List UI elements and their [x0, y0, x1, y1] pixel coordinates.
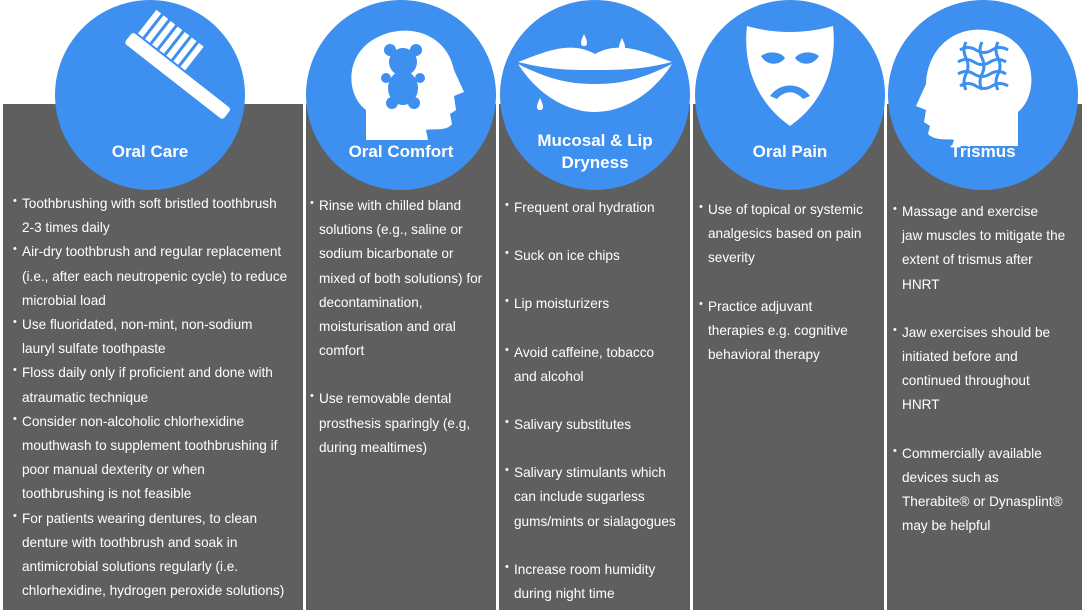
list-item: Consider non-alcoholic chlorhexidine mout… [13, 407, 302, 507]
item-line: Practice adjuvant [708, 298, 813, 314]
item-line: poor manual dexterity or when [22, 462, 205, 478]
list-item: Lip moisturizers [505, 289, 690, 316]
item-line: Use removable dental [319, 391, 452, 407]
dry-lips-icon [518, 34, 672, 112]
item-line: devices such as [902, 469, 999, 485]
item-line: Frequent oral hydration [514, 200, 655, 215]
list-item: For patients wearing dentures, to clean d… [13, 504, 302, 604]
list-item: Salivary substitutes [505, 410, 690, 437]
title-line: Dryness [561, 153, 629, 172]
item-line: continued throughout [902, 373, 1030, 389]
item-line: Consider non-alcoholic chlorhexidine [22, 413, 245, 429]
jaw-muscle-head-icon [916, 29, 1032, 147]
list-item: Avoid caffeine, tobacco and alcohol [505, 338, 690, 389]
teddy-bear-head-icon [351, 30, 464, 140]
item-line: Salivary stimulants which [514, 465, 666, 481]
list-item: Suck on ice chips [505, 241, 690, 268]
list-item: Rinse with chilled bland solutions (e.g.,… [310, 191, 495, 363]
item-line: microbial load [22, 292, 106, 308]
item-line: can include sugarless [514, 489, 645, 505]
list-item: Increase room humidity during night time [505, 555, 690, 606]
title-line: Mucosal & Lip [537, 131, 653, 150]
item-line: gums/mints or sialagogues [514, 513, 676, 529]
item-line: Jaw exercises should be [902, 324, 1051, 340]
circle-oral-pain [695, 0, 885, 190]
item-line: severity [708, 250, 755, 266]
item-line: solutions (e.g., saline or [319, 222, 463, 238]
list-item: Massage and exercise jaw muscles to mitig… [893, 197, 1082, 297]
item-line: Massage and exercise [902, 204, 1039, 219]
sad-mask-icon [746, 26, 834, 126]
item-line: Rinse with chilled bland [319, 198, 462, 213]
list-trismus: Massage and exercise jaw muscles to mitig… [893, 197, 1082, 539]
title-trismus: Trismus [950, 142, 1016, 161]
item-line: during mealtimes) [319, 439, 428, 455]
item-line: and alcohol [514, 368, 584, 384]
list-item: Use fluoridated, non-mint, non-sodium lau… [13, 310, 302, 361]
title-oral-comfort: Oral Comfort [348, 142, 454, 161]
item-line: therapies e.g. cognitive [708, 322, 848, 338]
circle-oral-care [55, 0, 245, 190]
item-line: prosthesis sparingly (e.g, [319, 415, 471, 431]
item-line: analgesics based on pain [708, 226, 862, 242]
item-line: may be helpful [902, 518, 991, 534]
title-oral-care: Oral Care [111, 142, 189, 161]
circle-mucosal-lip-dryness [500, 0, 690, 190]
list-item: Air-dry toothbrush and regular replaceme… [13, 237, 302, 313]
list-oral-care: Toothbrushing with soft bristled toothbr… [13, 189, 302, 604]
item-line: HNRT [902, 397, 940, 413]
item-line: jaw muscles to mitigate the [902, 228, 1066, 244]
item-line: chlorhexidine, hydrogen peroxide solutio… [22, 583, 285, 599]
list-item: Use removable dental prosthesis sparingly… [310, 384, 495, 460]
item-line: decontamination, [319, 294, 423, 310]
item-line: Use of topical or systemic [708, 202, 863, 217]
circle-oral-comfort [306, 0, 496, 190]
item-line: (i.e., after each neutropenic cycle) to … [22, 268, 288, 284]
item-line: Air-dry toothbrush and regular replaceme… [22, 244, 282, 260]
list-item: Toothbrushing with soft bristled toothbr… [13, 189, 302, 240]
item-line: mixed of both solutions) for [319, 270, 483, 286]
list-item: Salivary stimulants which can include sug… [505, 458, 690, 534]
item-line: Therabite® or Dynasplint® [902, 494, 1063, 510]
item-line: behavioral therapy [708, 347, 820, 363]
list-item: Frequent oral hydration [505, 193, 690, 220]
item-line: Toothbrushing with soft bristled toothbr… [22, 196, 277, 211]
item-line: 2-3 times daily [22, 220, 110, 236]
item-line: Commercially available [902, 445, 1042, 461]
title-mucosal-lip-dryness: Mucosal & Lip Dryness [500, 130, 690, 174]
item-line: antimicrobial solutions regularly (i.e. [22, 559, 239, 575]
list-item: Jaw exercises should be initiated before … [893, 318, 1082, 418]
toothbrush-icon [125, 9, 231, 119]
list-item: Floss daily only if proficient and done … [13, 358, 302, 409]
item-line: HNRT [902, 276, 940, 292]
item-line: moisturisation and oral [319, 319, 456, 335]
item-line: Avoid caffeine, tobacco [514, 344, 655, 360]
list-item: Practice adjuvant therapies e.g. cognitiv… [699, 292, 884, 368]
item-line: comfort [319, 343, 365, 359]
item-line: Floss daily only if proficient and done … [22, 365, 273, 381]
item-line: Salivary substitutes [514, 417, 632, 433]
title-oral-pain: Oral Pain [752, 142, 828, 161]
item-line: For patients wearing dentures, to clean [22, 510, 258, 526]
item-line: atraumatic technique [22, 389, 149, 405]
item-line: Suck on ice chips [514, 248, 620, 264]
circle-trismus [888, 0, 1078, 190]
item-line: extent of trismus after [902, 252, 1033, 268]
item-line: mouthwash to supplement toothbrushing if [22, 438, 278, 454]
item-line: sodium bicarbonate or [319, 246, 454, 262]
list-item: Commercially available devices such as The… [893, 439, 1082, 539]
item-line: lauryl sulfate toothpaste [22, 341, 166, 357]
item-line: toothbrushing is not feasible [22, 486, 192, 502]
item-line: during night time [514, 586, 615, 602]
list-mucosal-lip-dryness: Frequent oral hydration Suck on ice chip… [505, 193, 690, 606]
list-item: Use of topical or systemic analgesics bas… [699, 195, 884, 271]
item-line: initiated before and [902, 349, 1018, 365]
item-line: Lip moisturizers [514, 296, 610, 312]
list-oral-comfort: Rinse with chilled bland solutions (e.g.,… [310, 191, 495, 460]
list-oral-pain: Use of topical or systemic analgesics bas… [699, 195, 884, 368]
item-line: denture with toothbrush and soak in [22, 534, 238, 550]
item-line: Use fluoridated, non-mint, non-sodium [22, 317, 253, 333]
item-line: Increase room humidity [514, 561, 656, 577]
